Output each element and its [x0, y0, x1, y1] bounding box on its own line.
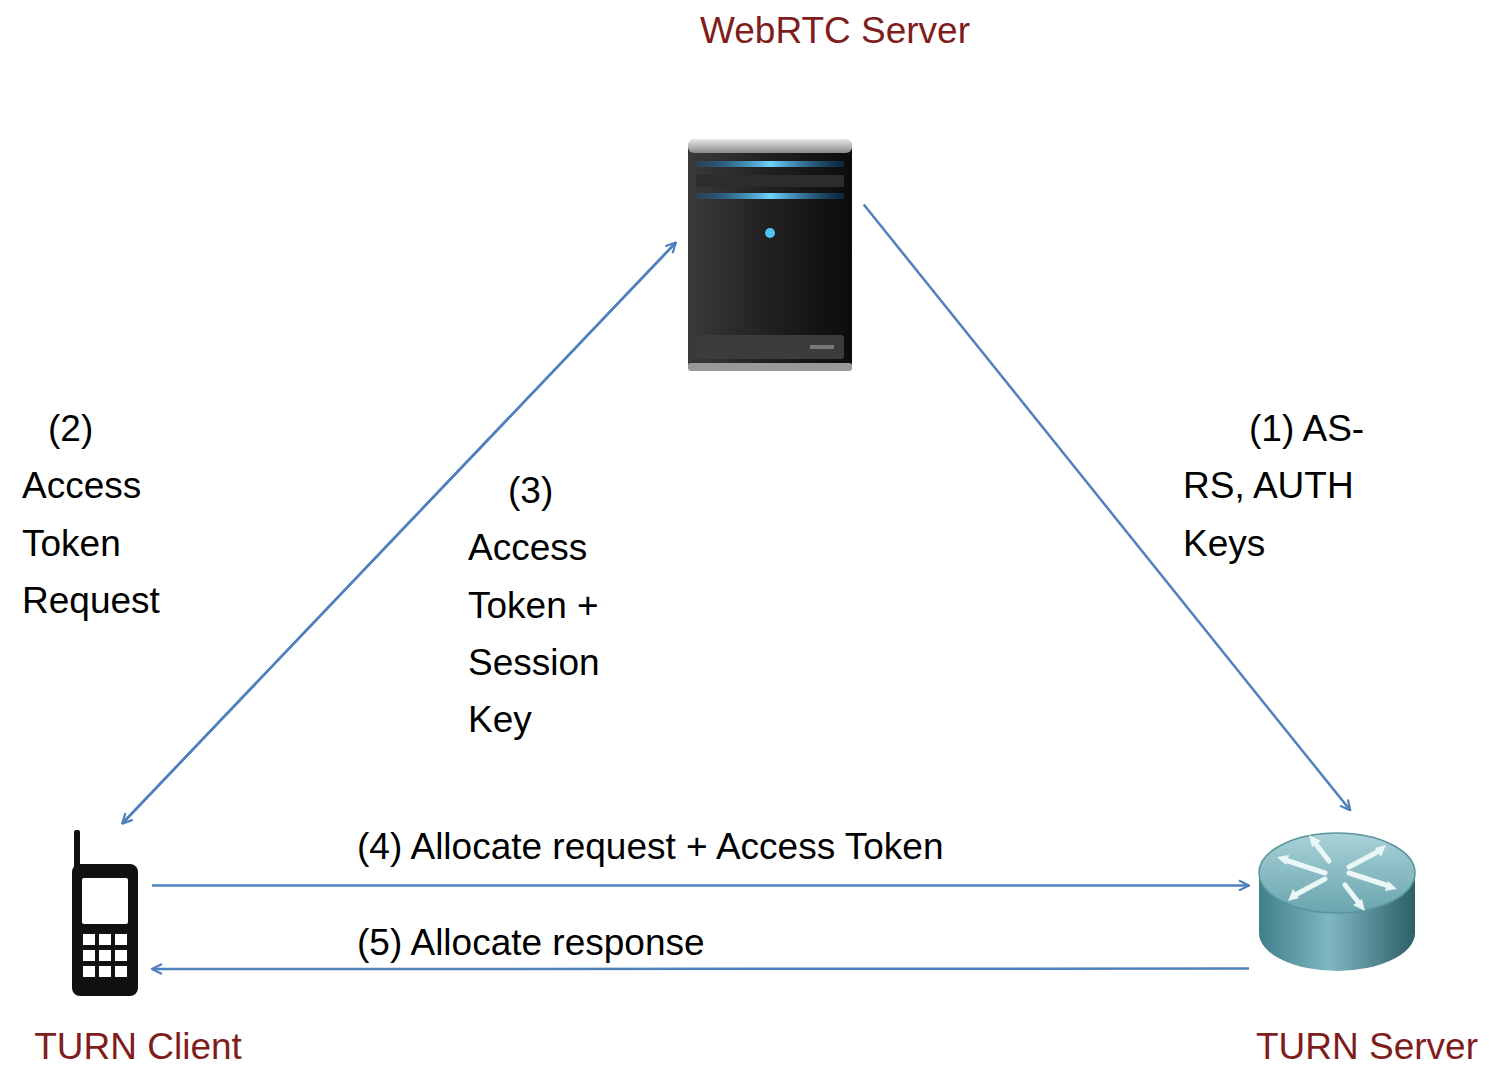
edge-label: (2) Access Token Request [22, 400, 200, 629]
node-title: WebRTC Server [700, 10, 970, 53]
edge-label: (3) Access Token + Session Key [468, 462, 646, 749]
node-title: TURN Server [1256, 1026, 1478, 1069]
network-node: TURN Client [66, 828, 146, 1000]
edge-label: (5) Allocate response [357, 914, 1157, 971]
connector-arrow [864, 204, 1350, 810]
phone-icon [66, 828, 146, 1000]
edge-label: (4) Allocate request + Access Token [357, 818, 1157, 875]
connector-arrow [152, 884, 1249, 887]
edge-label: (1) AS-RS, AUTH Keys [1183, 400, 1391, 572]
network-node: WebRTC Server [680, 135, 860, 375]
connector-arrow [122, 243, 676, 824]
connector-arrow [122, 243, 676, 824]
node-title: TURN Client [34, 1026, 242, 1069]
connector-arrow [152, 967, 1249, 970]
server-icon [680, 135, 860, 375]
router-icon [1255, 815, 1420, 975]
network-node: TURN Server [1255, 815, 1420, 975]
